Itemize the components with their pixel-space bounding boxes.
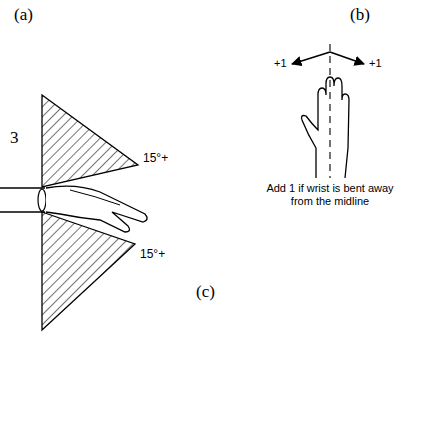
score-increment: +1 xyxy=(274,57,287,70)
forearm-line xyxy=(0,187,45,188)
angle-label: 15°+ xyxy=(143,152,168,166)
score-increment: +1 xyxy=(369,57,382,70)
hand-front-view xyxy=(302,77,350,178)
panel-label: (a) xyxy=(14,5,33,25)
score-number: 3 xyxy=(10,128,19,148)
angle-label: 15°+ xyxy=(140,248,165,262)
angle-wedge xyxy=(42,95,138,187)
hand-side-view xyxy=(46,186,147,232)
panel-label: (b) xyxy=(350,5,370,25)
finger-line xyxy=(70,190,120,205)
forearm-line xyxy=(0,211,45,212)
deviation-arrow xyxy=(292,52,330,64)
deviation-arrow xyxy=(330,52,364,64)
panel-label: (c) xyxy=(196,282,215,302)
wrist-joint xyxy=(38,189,46,211)
note-text: Add 1 if wrist is bent away from the mid… xyxy=(262,182,398,207)
midline xyxy=(329,44,330,178)
